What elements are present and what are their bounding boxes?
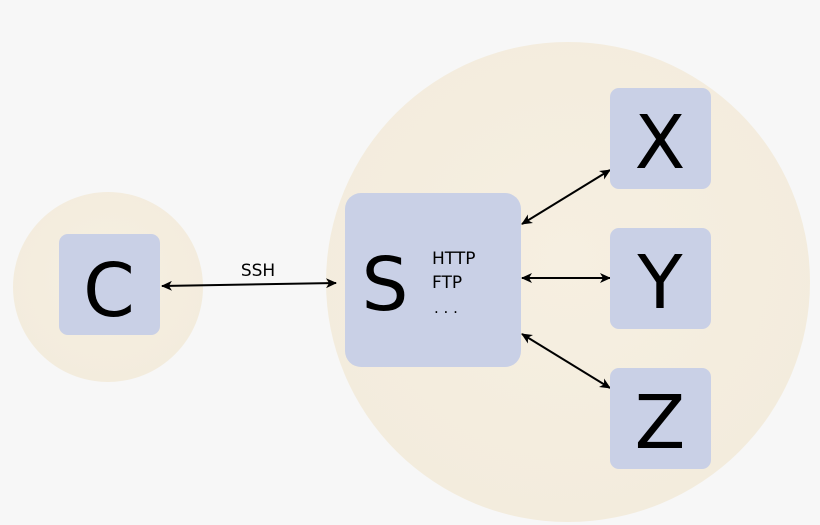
target-x-box	[610, 88, 711, 189]
protocol-more: . . .	[434, 299, 458, 317]
ssh-label: SSH	[241, 261, 275, 281]
server-node: S HTTP FTP . . .	[345, 193, 521, 367]
server-label: S	[362, 242, 409, 328]
target-y-label: Y	[636, 240, 683, 326]
server-box	[345, 193, 521, 367]
target-z-box	[610, 368, 711, 469]
target-x-node: X	[610, 88, 711, 189]
target-y-box	[610, 228, 711, 329]
target-z-node: Z	[610, 368, 711, 469]
protocol-http: HTTP	[432, 249, 476, 269]
target-y-node: Y	[610, 228, 711, 329]
client-node: C	[59, 234, 160, 335]
target-x-label: X	[635, 100, 686, 186]
arrow-s-x	[521, 169, 611, 225]
ssh-arrow	[161, 278, 337, 291]
arrow-s-z	[521, 333, 611, 389]
target-z-label: Z	[635, 380, 686, 466]
client-label: C	[83, 248, 135, 334]
protocol-ftp: FTP	[432, 273, 462, 293]
client-box	[59, 234, 160, 335]
